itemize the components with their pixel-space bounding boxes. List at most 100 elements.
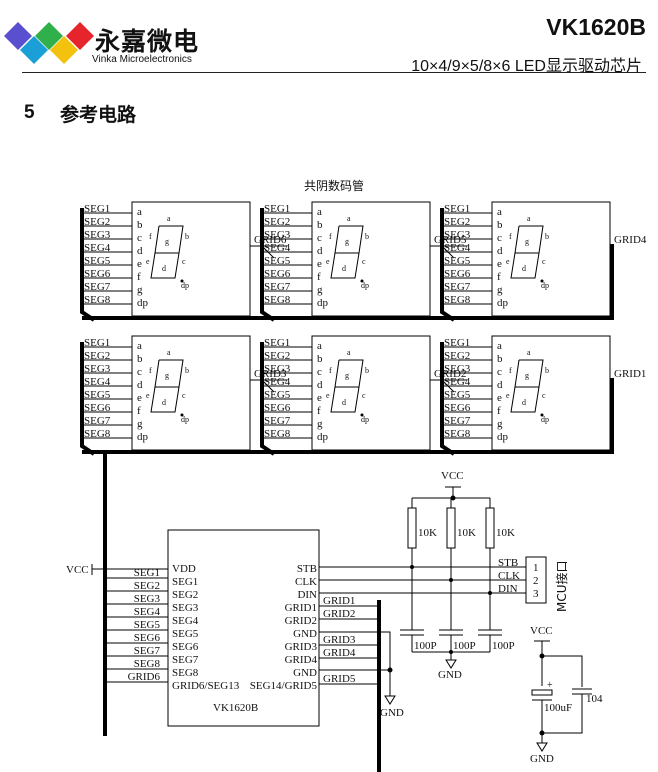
seg-label: SEG5 [84, 389, 111, 401]
segment-label-f: f [149, 366, 152, 375]
section-number: 5 [24, 102, 35, 123]
pin-label: c [137, 366, 142, 378]
pin-label: a [317, 206, 322, 218]
segment-label-c: c [362, 257, 366, 266]
chip-right-pin: DIN [297, 589, 317, 601]
signal-lines [319, 566, 526, 594]
pin-label: d [317, 245, 323, 257]
segment-lower [330, 252, 360, 279]
pin-label: b [497, 353, 503, 365]
mcu-pin-number: 2 [533, 575, 539, 587]
chip-right-pin: GND [293, 667, 317, 679]
pin-label: d [497, 245, 503, 257]
chip-left-net: GRID6 [128, 671, 161, 683]
pin-label: a [137, 340, 142, 352]
seg-label: SEG2 [84, 216, 110, 228]
mcu-interface-label: MCU接口 [554, 560, 569, 612]
segment-label-b: b [545, 232, 549, 241]
pin-label: b [137, 353, 143, 365]
seg-label: SEG6 [84, 268, 111, 280]
seg-label: SEG3 [84, 363, 111, 375]
seg-label: SEG1 [444, 337, 470, 349]
pin-label: c [137, 232, 142, 244]
seg-label: SEG4 [444, 242, 471, 254]
seg-label: SEG8 [84, 294, 111, 306]
segment-label-g: g [525, 371, 529, 380]
seg-label: SEG6 [84, 402, 111, 414]
chip-right-pin: GRID1 [285, 602, 317, 614]
segment-label-e: e [506, 257, 510, 266]
segment-lower [150, 252, 180, 279]
segment-label-b: b [545, 366, 549, 375]
grid-label: GRID1 [614, 368, 646, 380]
digit-box [131, 335, 251, 451]
segment-label-e: e [146, 257, 150, 266]
seg-label: SEG1 [84, 203, 110, 215]
segment-label-dp: dp [541, 281, 549, 290]
seg-label: SEG4 [84, 376, 111, 388]
pin-label: f [137, 405, 141, 417]
segment-label-f: f [509, 366, 512, 375]
seg-label: SEG6 [444, 268, 471, 280]
segment-lower [330, 386, 360, 413]
seg-label: SEG8 [444, 294, 471, 306]
chip-right-pin: STB [297, 563, 317, 575]
pin-label: g [497, 284, 503, 296]
mcu-signal-label: CLK [498, 570, 520, 582]
pin-label: f [317, 271, 321, 283]
seg-label: SEG3 [84, 229, 111, 241]
seg-label: SEG8 [264, 294, 291, 306]
chip-right-pin: SEG14/GRID5 [250, 680, 318, 692]
company-logo [4, 22, 94, 64]
chip-right-pin: GRID4 [285, 654, 318, 666]
chip-right-pin: GRID2 [285, 615, 317, 627]
pin-label: b [317, 353, 323, 365]
pin-label: d [497, 379, 503, 391]
segment-label-a: a [527, 348, 531, 357]
chip-left-net: SEG7 [134, 645, 161, 657]
seg-label: SEG1 [84, 337, 110, 349]
dp-dot [540, 413, 544, 417]
segment-label-g: g [345, 237, 349, 246]
seg-label: SEG5 [264, 255, 291, 267]
chip-left-pin: SEG2 [172, 589, 198, 601]
segment-label-b: b [365, 232, 369, 241]
dp-dot [540, 279, 544, 283]
seg-label: SEG6 [444, 402, 471, 414]
seg-label: SEG7 [444, 415, 471, 427]
chip-left-pin: GRID6/SEG13 [172, 680, 240, 692]
pin-label: e [497, 392, 502, 404]
pin-label: a [137, 206, 142, 218]
pin-label: dp [137, 297, 149, 309]
pin-label: e [317, 392, 322, 404]
chip-right-pin: GRID3 [285, 641, 318, 653]
seg-label: SEG4 [84, 242, 111, 254]
chip-left-pin: SEG6 [172, 641, 199, 653]
decoupling-network [531, 640, 592, 752]
pin-label: e [137, 258, 142, 270]
logo-diamond-green [35, 22, 63, 50]
seg-label: SEG5 [444, 255, 471, 267]
chip-left-pin: SEG4 [172, 615, 199, 627]
seg-label: SEG8 [84, 428, 111, 440]
chip-left-net: SEG5 [134, 619, 161, 631]
segment-label-c: c [182, 391, 186, 400]
segment-label-g: g [165, 237, 169, 246]
mcu-connector [525, 556, 547, 604]
gnd-label-chip: GND [380, 707, 404, 719]
pin-label: e [137, 392, 142, 404]
segment-label-a: a [347, 348, 351, 357]
segment-label-a: a [167, 348, 171, 357]
pin-label: f [497, 271, 501, 283]
header-divider [22, 72, 646, 73]
seg-label: SEG7 [84, 415, 111, 427]
electrolytic-cap-value: 100uF [544, 702, 572, 714]
chip-left-net: SEG1 [134, 567, 160, 579]
display-title: 共阴数码管 [304, 178, 364, 193]
pin-label: g [317, 418, 323, 430]
seg-label: SEG5 [84, 255, 111, 267]
segment-label-d: d [522, 398, 526, 407]
chip-left-net: SEG4 [134, 606, 161, 618]
